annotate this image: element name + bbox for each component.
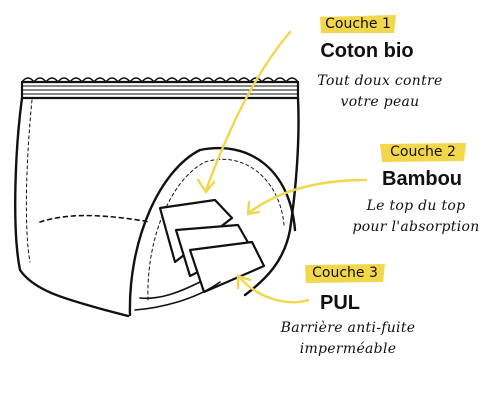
layer-2-tag: Couche 2: [378, 141, 468, 163]
seam: [39, 214, 151, 223]
leg-opening: [128, 146, 297, 317]
layer-3-description: Barrière anti-fuite imperméable: [280, 320, 416, 357]
layer-1-tag-label: Couche 1: [325, 16, 391, 32]
brush-stroke: [380, 143, 466, 162]
layer-2-tag-label: Couche 2: [390, 144, 456, 160]
layer-3-tag-label: Couche 3: [312, 265, 378, 281]
layer-2-description: Le top du top pour l'absorption: [352, 198, 480, 235]
layer-3-fabric: [188, 240, 266, 294]
brush-stroke: [320, 15, 396, 33]
arrow-layer-2: [248, 178, 368, 214]
arrow-layer-1: [204, 30, 292, 192]
layer-1-name: Coton bio: [320, 40, 414, 62]
layer-3-tag: Couche 3: [303, 262, 387, 284]
layer-3-name: PUL: [320, 292, 360, 314]
layer-1-tag: Couche 1: [318, 13, 398, 35]
brush-stroke: [305, 264, 385, 283]
body-outline: [14, 96, 300, 318]
lace-edge: [21, 77, 299, 83]
arrow-layer-3: [238, 276, 310, 304]
layer-1-description: Tout doux contre votre peau: [317, 73, 443, 110]
layer-2-name: Bambou: [382, 168, 462, 190]
